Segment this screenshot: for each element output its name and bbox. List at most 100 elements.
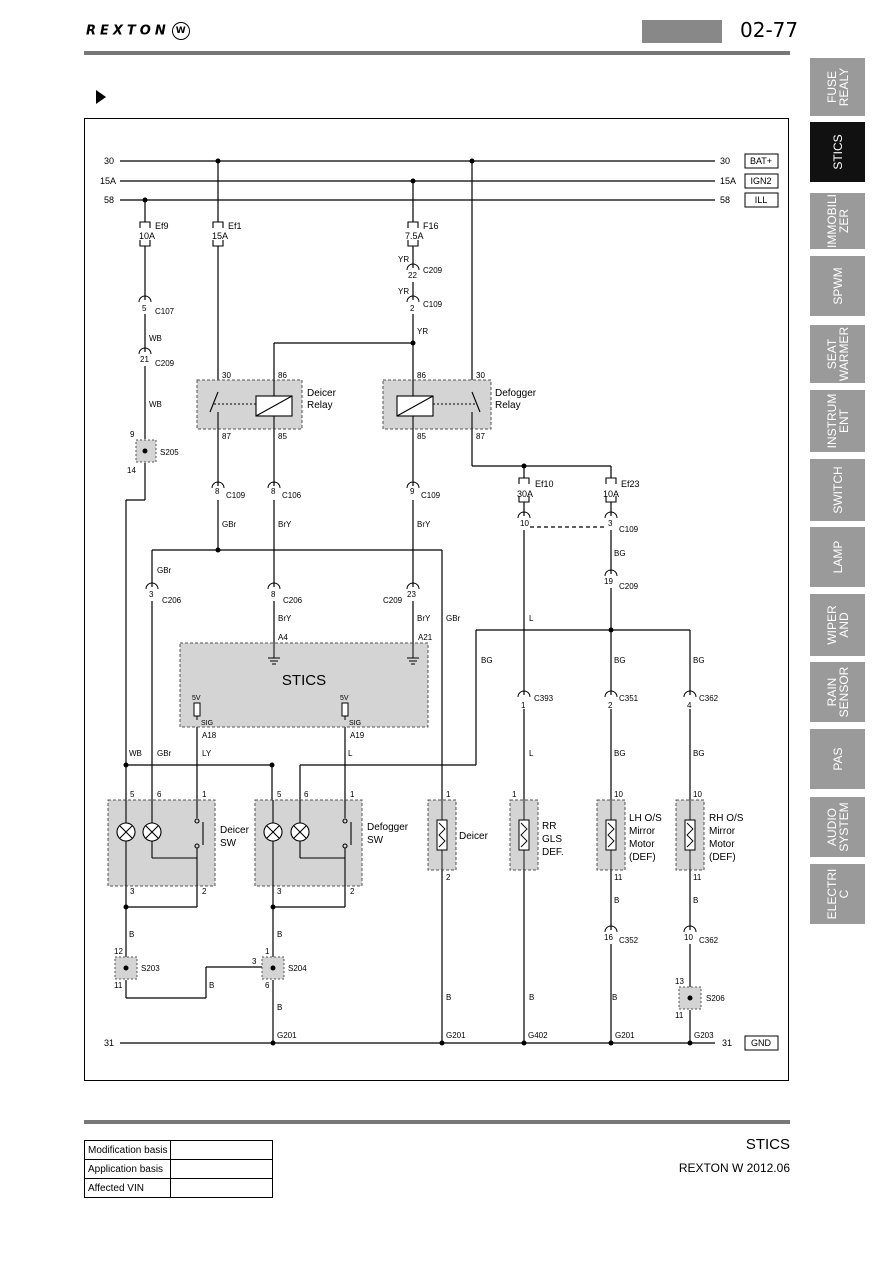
side-tab-audiosystem[interactable]: AUDIO SYSTEM xyxy=(810,797,865,857)
fuse-ef23-amps: 10A xyxy=(603,489,619,499)
side-tab-switch[interactable]: SWITCH xyxy=(810,459,865,521)
rr-label-3: DEF. xyxy=(542,847,564,858)
wire-l-1: L xyxy=(529,614,534,623)
pin-2: 2 xyxy=(410,304,415,313)
wire-gbr-2: GBr xyxy=(157,566,172,575)
deicer-pin-1: 1 xyxy=(446,790,451,799)
wire-bg-3: BG xyxy=(614,656,626,665)
c352-label: C352 xyxy=(619,936,639,945)
fuse-f16-amps: 7.5A xyxy=(405,231,424,241)
stics-title: STICS xyxy=(282,672,326,689)
deicer-load-label: Deicer xyxy=(459,831,489,842)
wire-wb-3: WB xyxy=(129,749,142,758)
footer-model: REXTON W 2012.06 xyxy=(678,1161,790,1175)
table-row: Application basis xyxy=(83,1159,274,1179)
header-section-box xyxy=(642,20,722,43)
side-tab-lamp[interactable]: LAMP xyxy=(810,527,865,587)
side-tab-spwm[interactable]: SPWM xyxy=(810,256,865,316)
rail-15a-right-label: 15A xyxy=(720,176,736,186)
sw1-pin-3: 3 xyxy=(130,887,135,896)
wire-bg-2: BG xyxy=(481,656,493,665)
rh-label-2: Mirror xyxy=(709,826,736,837)
relay2-pin-86: 86 xyxy=(417,371,426,380)
pin-2-b: 2 xyxy=(608,701,613,710)
triangle-bullet-icon xyxy=(96,90,106,104)
table-row: Modification basis xyxy=(83,1140,274,1160)
ground-g402: G402 xyxy=(528,1031,548,1040)
table-row: Affected VIN xyxy=(83,1178,274,1198)
c393-label: C393 xyxy=(534,694,554,703)
rh-label-4: (DEF) xyxy=(709,852,736,863)
rail-31-label: 31 xyxy=(104,1038,114,1048)
wire-b-4: B xyxy=(277,1003,282,1012)
c209-label-3: C209 xyxy=(383,596,403,605)
side-tab-pas[interactable]: PAS xyxy=(810,729,865,789)
row-label: Affected VIN xyxy=(83,1178,172,1198)
relay2-pin-85: 85 xyxy=(417,432,426,441)
side-tab-immobilizer[interactable]: IMMOBILI ZER xyxy=(810,193,865,249)
s205-pin-14: 14 xyxy=(127,466,136,475)
wire-b-1: B xyxy=(129,930,134,939)
fuse-ef9-amps: 10A xyxy=(139,231,155,241)
ground-g201-2: G201 xyxy=(446,1031,466,1040)
pin-3-b: 3 xyxy=(149,590,154,599)
c362-label-1: C362 xyxy=(699,694,719,703)
deicer-relay-title-2: Relay xyxy=(307,400,333,411)
deicer-pin-2: 2 xyxy=(446,873,451,882)
rh-label-1: RH O/S xyxy=(709,813,744,824)
c362-label-2: C362 xyxy=(699,936,719,945)
side-tab-seatwarmer[interactable]: SEAT WARMER xyxy=(810,325,865,383)
pin-8-a: 8 xyxy=(215,487,220,496)
s204-pin-3: 3 xyxy=(252,957,257,966)
c206-label-1: C206 xyxy=(162,596,182,605)
rh-pin-10: 10 xyxy=(693,790,702,799)
lh-label-1: LH O/S xyxy=(629,813,662,824)
stics-sig-2: SIG xyxy=(349,720,361,727)
relay1-pin-85: 85 xyxy=(278,432,287,441)
wire-b-8: B xyxy=(614,896,619,905)
lh-label-4: (DEF) xyxy=(629,852,656,863)
pin-23: 23 xyxy=(407,590,416,599)
wire-l-3: L xyxy=(529,749,534,758)
wire-bry-4: BrY xyxy=(417,614,431,623)
rr-label-2: GLS xyxy=(542,834,562,845)
pin-10-b: 10 xyxy=(684,933,693,942)
side-tab-electric[interactable]: ELECTRI C xyxy=(810,864,865,924)
c106-label: C106 xyxy=(282,491,302,500)
sw2-pin-3: 3 xyxy=(277,887,282,896)
wire-b-7: B xyxy=(612,993,617,1002)
wire-b-9: B xyxy=(693,896,698,905)
wire-bry-3: BrY xyxy=(278,614,292,623)
ground-g201-3: G201 xyxy=(615,1031,635,1040)
rr-label-1: RR xyxy=(542,821,556,832)
relay1-pin-87: 87 xyxy=(222,432,231,441)
sw1-pin-6: 6 xyxy=(157,790,162,799)
ill-tag: ILL xyxy=(755,195,768,205)
stics-pin-a4: A4 xyxy=(278,633,288,642)
c109-label-4: C109 xyxy=(619,525,639,534)
side-tab-instrument[interactable]: INSTRUM ENT xyxy=(810,390,865,452)
side-tab-rainsensor[interactable]: RAIN SENSOR xyxy=(810,662,865,722)
gnd-tag: GND xyxy=(751,1038,772,1048)
pin-3-a: 3 xyxy=(608,519,613,528)
side-tab-wiperand[interactable]: WIPER AND xyxy=(810,594,865,656)
bat-plus-tag: BAT+ xyxy=(750,156,772,166)
rail-58-right-label: 58 xyxy=(720,195,730,205)
wire-gbr-4: GBr xyxy=(157,749,172,758)
rr-pin-1: 1 xyxy=(512,790,517,799)
defogger-switch-title-1: Defogger xyxy=(367,822,409,833)
defogger-switch-title-2: SW xyxy=(367,835,384,846)
row-label: Modification basis xyxy=(83,1140,172,1160)
c209-label-4: C209 xyxy=(619,582,639,591)
wire-yr-3: YR xyxy=(417,327,428,336)
c206-label-2: C206 xyxy=(283,596,303,605)
wire-yr-2: YR xyxy=(398,287,409,296)
fuse-f16-label: F16 xyxy=(423,221,439,231)
wire-b-6: B xyxy=(529,993,534,1002)
relay1-pin-30: 30 xyxy=(222,371,231,380)
side-tab-fuserealy[interactable]: FUSE REALY xyxy=(810,58,865,116)
relay1-pin-86: 86 xyxy=(278,371,287,380)
ground-g203: G203 xyxy=(694,1031,714,1040)
s206-pin-11: 11 xyxy=(675,1011,684,1020)
side-tab-stics[interactable]: STICS xyxy=(810,122,865,182)
